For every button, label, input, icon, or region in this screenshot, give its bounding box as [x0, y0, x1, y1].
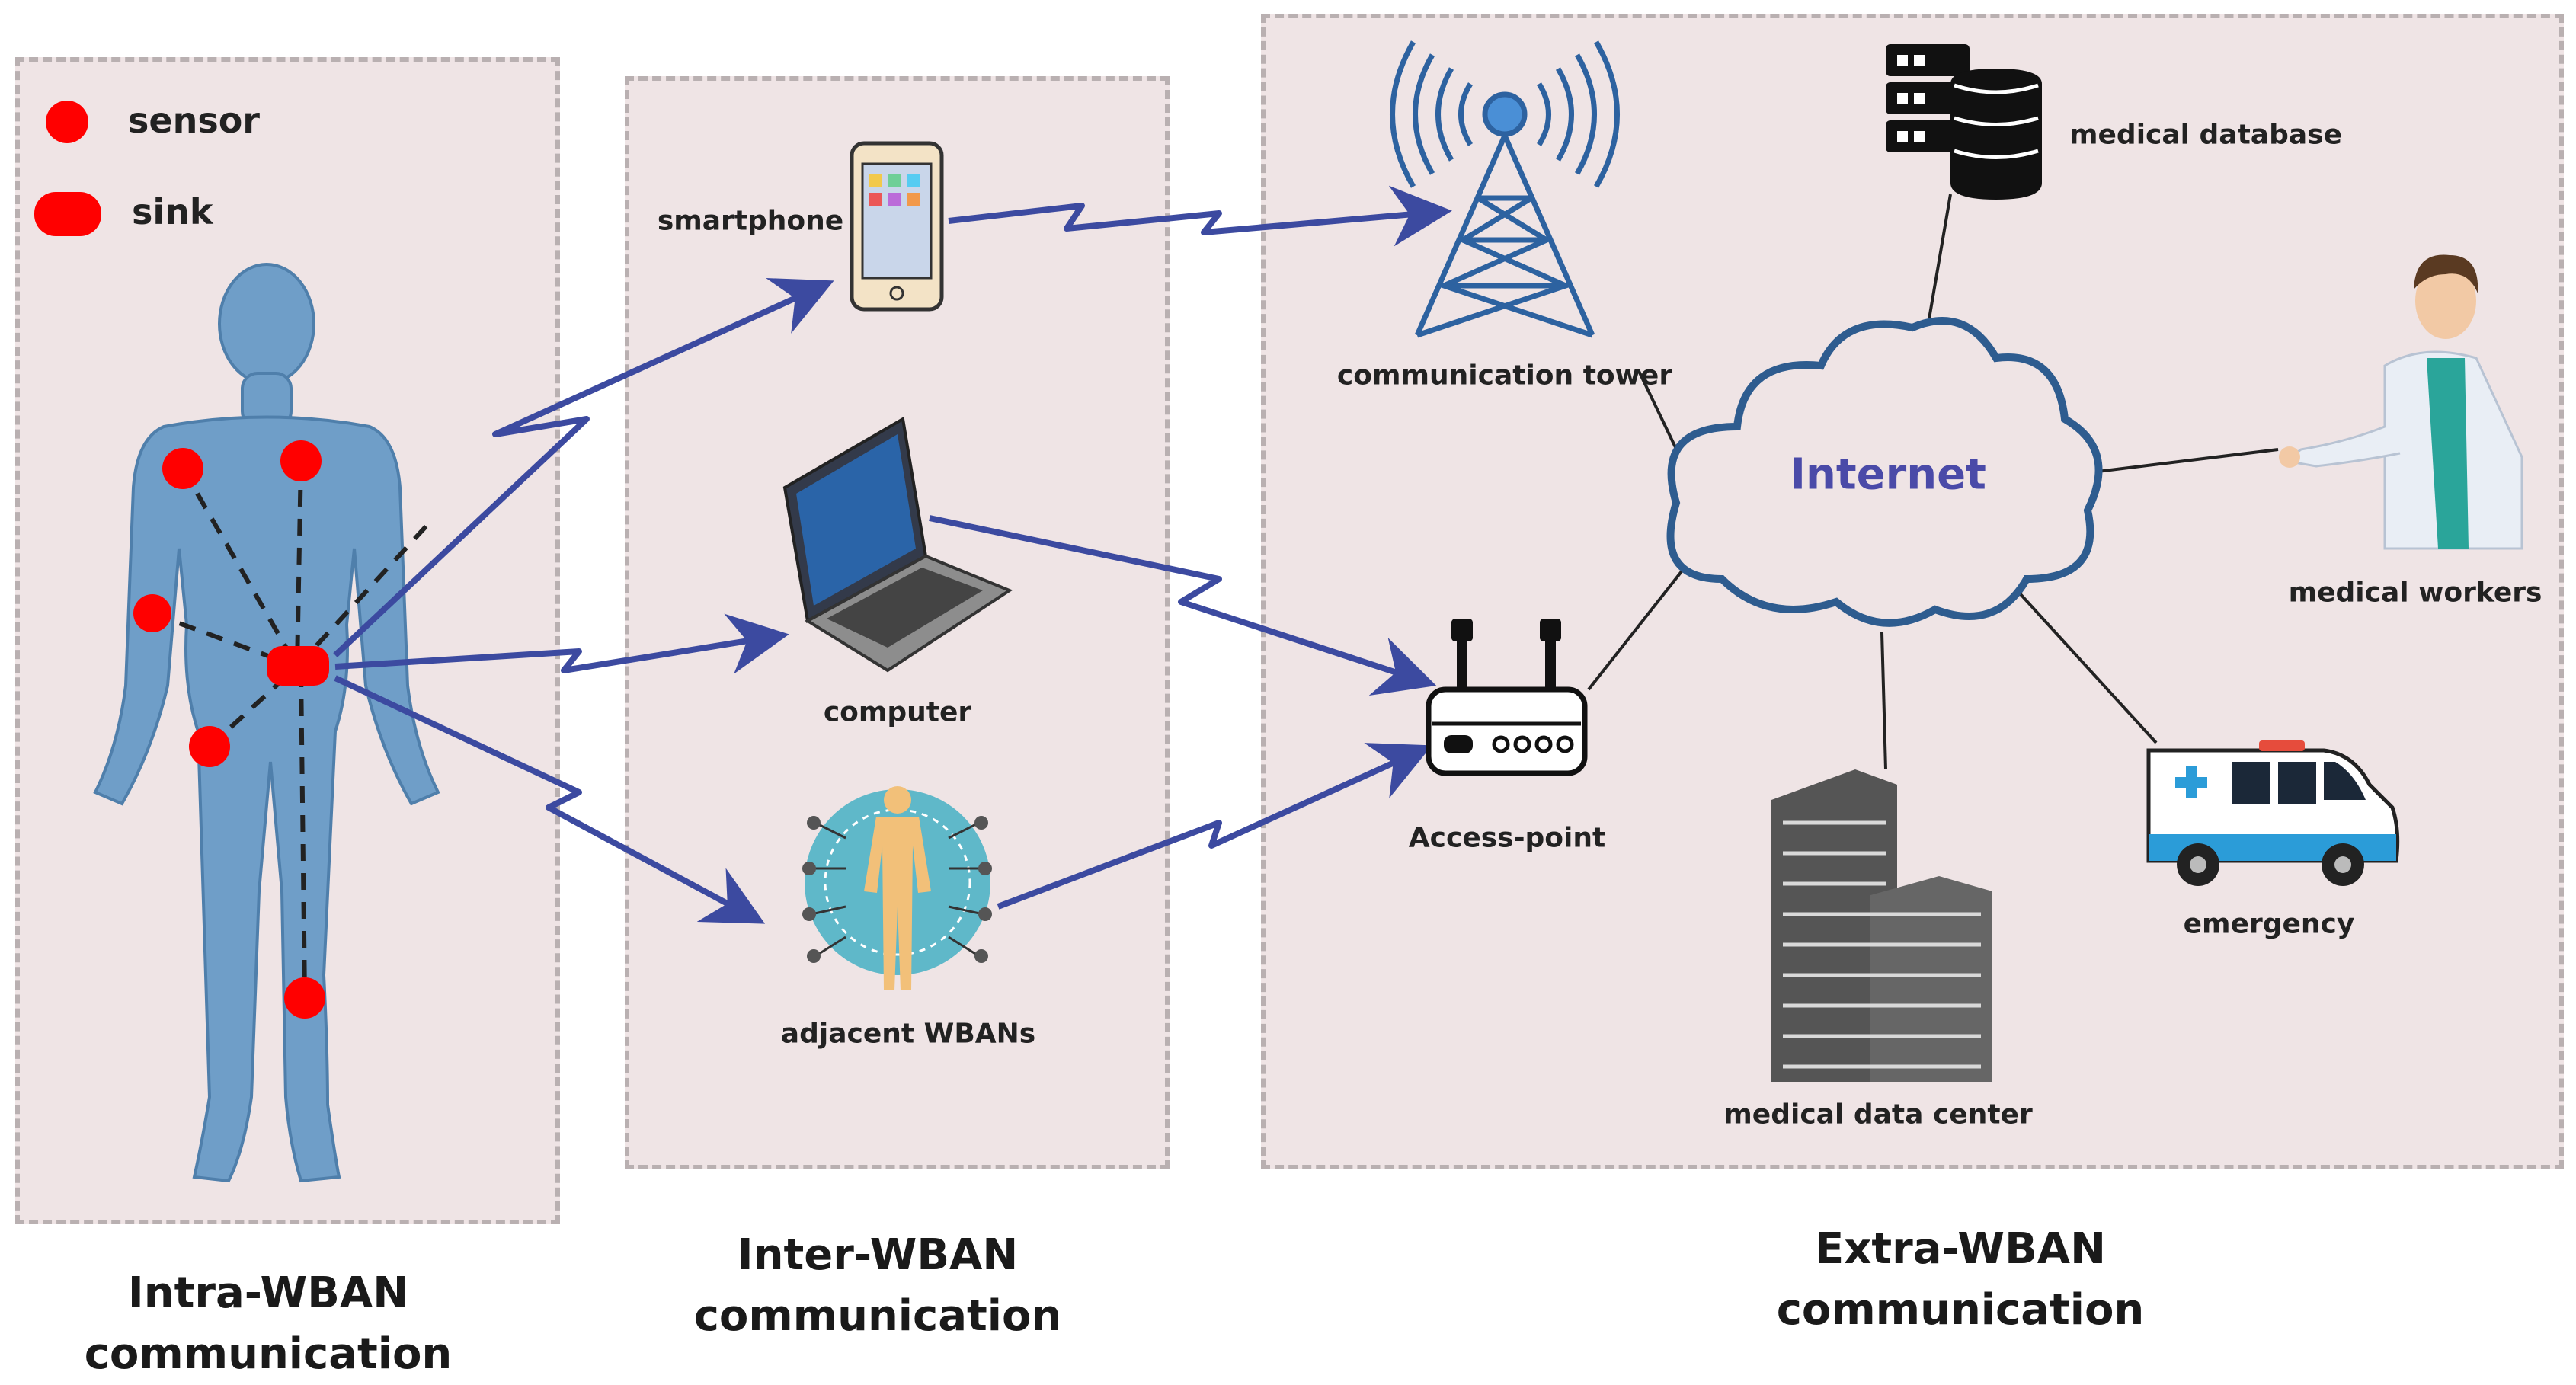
tower-icon	[1390, 40, 1620, 338]
intra-caption-line-2: communication	[84, 1329, 453, 1379]
legend-sensor-label: sensor	[128, 100, 260, 141]
database-label: medical database	[2069, 119, 2343, 151]
smartphone-label: smartphone	[657, 205, 844, 237]
access-point-label: Access-point	[1408, 822, 1606, 854]
computer-label: computer	[823, 696, 972, 728]
legend-sink-label: sink	[132, 191, 213, 232]
sensor-dot-icon	[46, 101, 88, 143]
database-icon	[1886, 44, 2042, 200]
arrow-computer-to-ap	[929, 515, 1437, 696]
building-icon	[1771, 769, 1992, 1082]
smartphone-icon	[850, 141, 944, 312]
sensor-right-shoulder	[280, 440, 322, 481]
sensor-hip	[189, 726, 230, 767]
arrow-sink-to-smartphone	[333, 278, 834, 657]
adjacent-wban-icon	[802, 786, 992, 990]
sensor-left-shoulder	[162, 448, 203, 489]
arrow-smartphone-to-tower	[948, 185, 1452, 247]
human-body-icon	[93, 263, 440, 1183]
arrow-adjacent-to-ap	[997, 743, 1432, 910]
extra-wban-caption: Extra-WBAN communication	[1777, 1219, 2145, 1341]
intra-wban-caption: Intra-WBAN communication	[85, 1263, 453, 1385]
doctor-icon	[2279, 254, 2523, 550]
adjacent-wbans-label: adjacent WBANs	[780, 1018, 1036, 1050]
router-icon	[1426, 619, 1588, 776]
internet-label: Internet	[1790, 449, 1986, 500]
sensor-knee	[284, 977, 325, 1019]
extra-caption-line-2: communication	[1776, 1285, 2145, 1335]
sink-node	[267, 646, 329, 686]
workers-label: medical workers	[2288, 577, 2542, 609]
tower-label: communication tower	[1336, 360, 1673, 392]
extra-caption-line-1: Extra-WBAN	[1815, 1224, 2106, 1274]
inter-caption-line-1: Inter-WBAN	[737, 1230, 1019, 1280]
arrow-sink-to-adjacent	[334, 675, 766, 924]
intra-caption-line-1: Intra-WBAN	[127, 1268, 409, 1318]
sink-icon	[34, 192, 101, 236]
arrow-sink-to-computer	[334, 613, 789, 674]
ambulance-icon	[2146, 740, 2400, 886]
inter-wban-caption: Inter-WBAN communication	[694, 1225, 1062, 1347]
laptop-icon	[782, 416, 1013, 673]
sensor-arm	[133, 594, 171, 632]
emergency-label: emergency	[2183, 908, 2355, 940]
data-center-label: medical data center	[1723, 1099, 2033, 1131]
inter-caption-line-2: communication	[693, 1291, 1062, 1341]
cloud-icon	[1666, 317, 2103, 627]
